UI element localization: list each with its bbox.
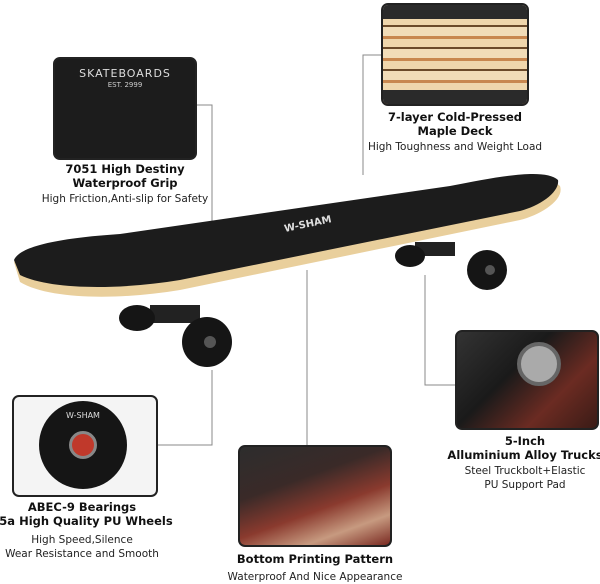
bottom-caption: Bottom Printing Pattern Waterproof And N… bbox=[228, 552, 403, 584]
grip-title-1: 7051 High Destiny bbox=[65, 162, 185, 176]
wheel-logo: W-SHAM bbox=[66, 411, 100, 420]
grip-title-2: Waterproof Grip bbox=[72, 176, 178, 190]
rear-truck bbox=[395, 242, 507, 290]
trucks-title-1: 5-Inch bbox=[504, 434, 546, 448]
connector-lines bbox=[156, 54, 455, 446]
grip-logo-brand: SKATEBOARDS bbox=[79, 67, 171, 80]
trucks-closeup bbox=[455, 330, 599, 430]
wheels-desc-2: Wear Resistance and Smooth bbox=[5, 547, 159, 560]
deck-layers-closeup bbox=[381, 3, 529, 106]
wheel bbox=[119, 305, 155, 331]
connector-wheels bbox=[156, 370, 213, 446]
grip-caption: 7051 High Destiny Waterproof Grip High F… bbox=[42, 162, 209, 207]
trucks-desc-2: PU Support Pad bbox=[484, 478, 566, 491]
grip-desc: High Friction,Anti-slip for Safety bbox=[41, 193, 209, 205]
bottom-title: Bottom Printing Pattern bbox=[236, 552, 394, 566]
connector-trucks bbox=[424, 275, 455, 386]
grip-logo-est: EST. 2999 bbox=[107, 81, 143, 89]
trucks-caption: 5-Inch Alluminium Alloy Trucks Steel Tru… bbox=[447, 434, 600, 492]
wheel-closeup: W-SHAM bbox=[12, 395, 158, 497]
bottom-print-closeup bbox=[238, 445, 392, 547]
wheels-title-1: ABEC-9 Bearings bbox=[27, 500, 137, 514]
trucks-desc-1: Steel Truckbolt+Elastic bbox=[464, 465, 586, 477]
front-truck bbox=[119, 305, 232, 367]
deck-title-1: 7-layer Cold-Pressed bbox=[387, 110, 522, 124]
deck-desc: High Toughness and Weight Load bbox=[367, 141, 543, 153]
wheel bbox=[395, 245, 425, 267]
connector-grip bbox=[195, 104, 213, 240]
deck-title-2: Maple Deck bbox=[417, 124, 493, 138]
grip-closeup: SKATEBOARDS EST. 2999 bbox=[53, 57, 197, 160]
wheels-desc-1: High Speed,Silence bbox=[31, 534, 133, 546]
bottom-desc: Waterproof And Nice Appearance bbox=[227, 571, 403, 583]
deck-grip bbox=[14, 173, 559, 287]
wheels-title-2: 85a High Quality PU Wheels bbox=[0, 514, 173, 528]
connector-deck bbox=[362, 54, 381, 175]
trucks-title-2: Alluminium Alloy Trucks bbox=[447, 448, 600, 462]
deck-caption: 7-layer Cold-Pressed Maple Deck High Tou… bbox=[368, 110, 542, 155]
wheels-caption: ABEC-9 Bearings 85a High Quality PU Whee… bbox=[0, 500, 173, 561]
